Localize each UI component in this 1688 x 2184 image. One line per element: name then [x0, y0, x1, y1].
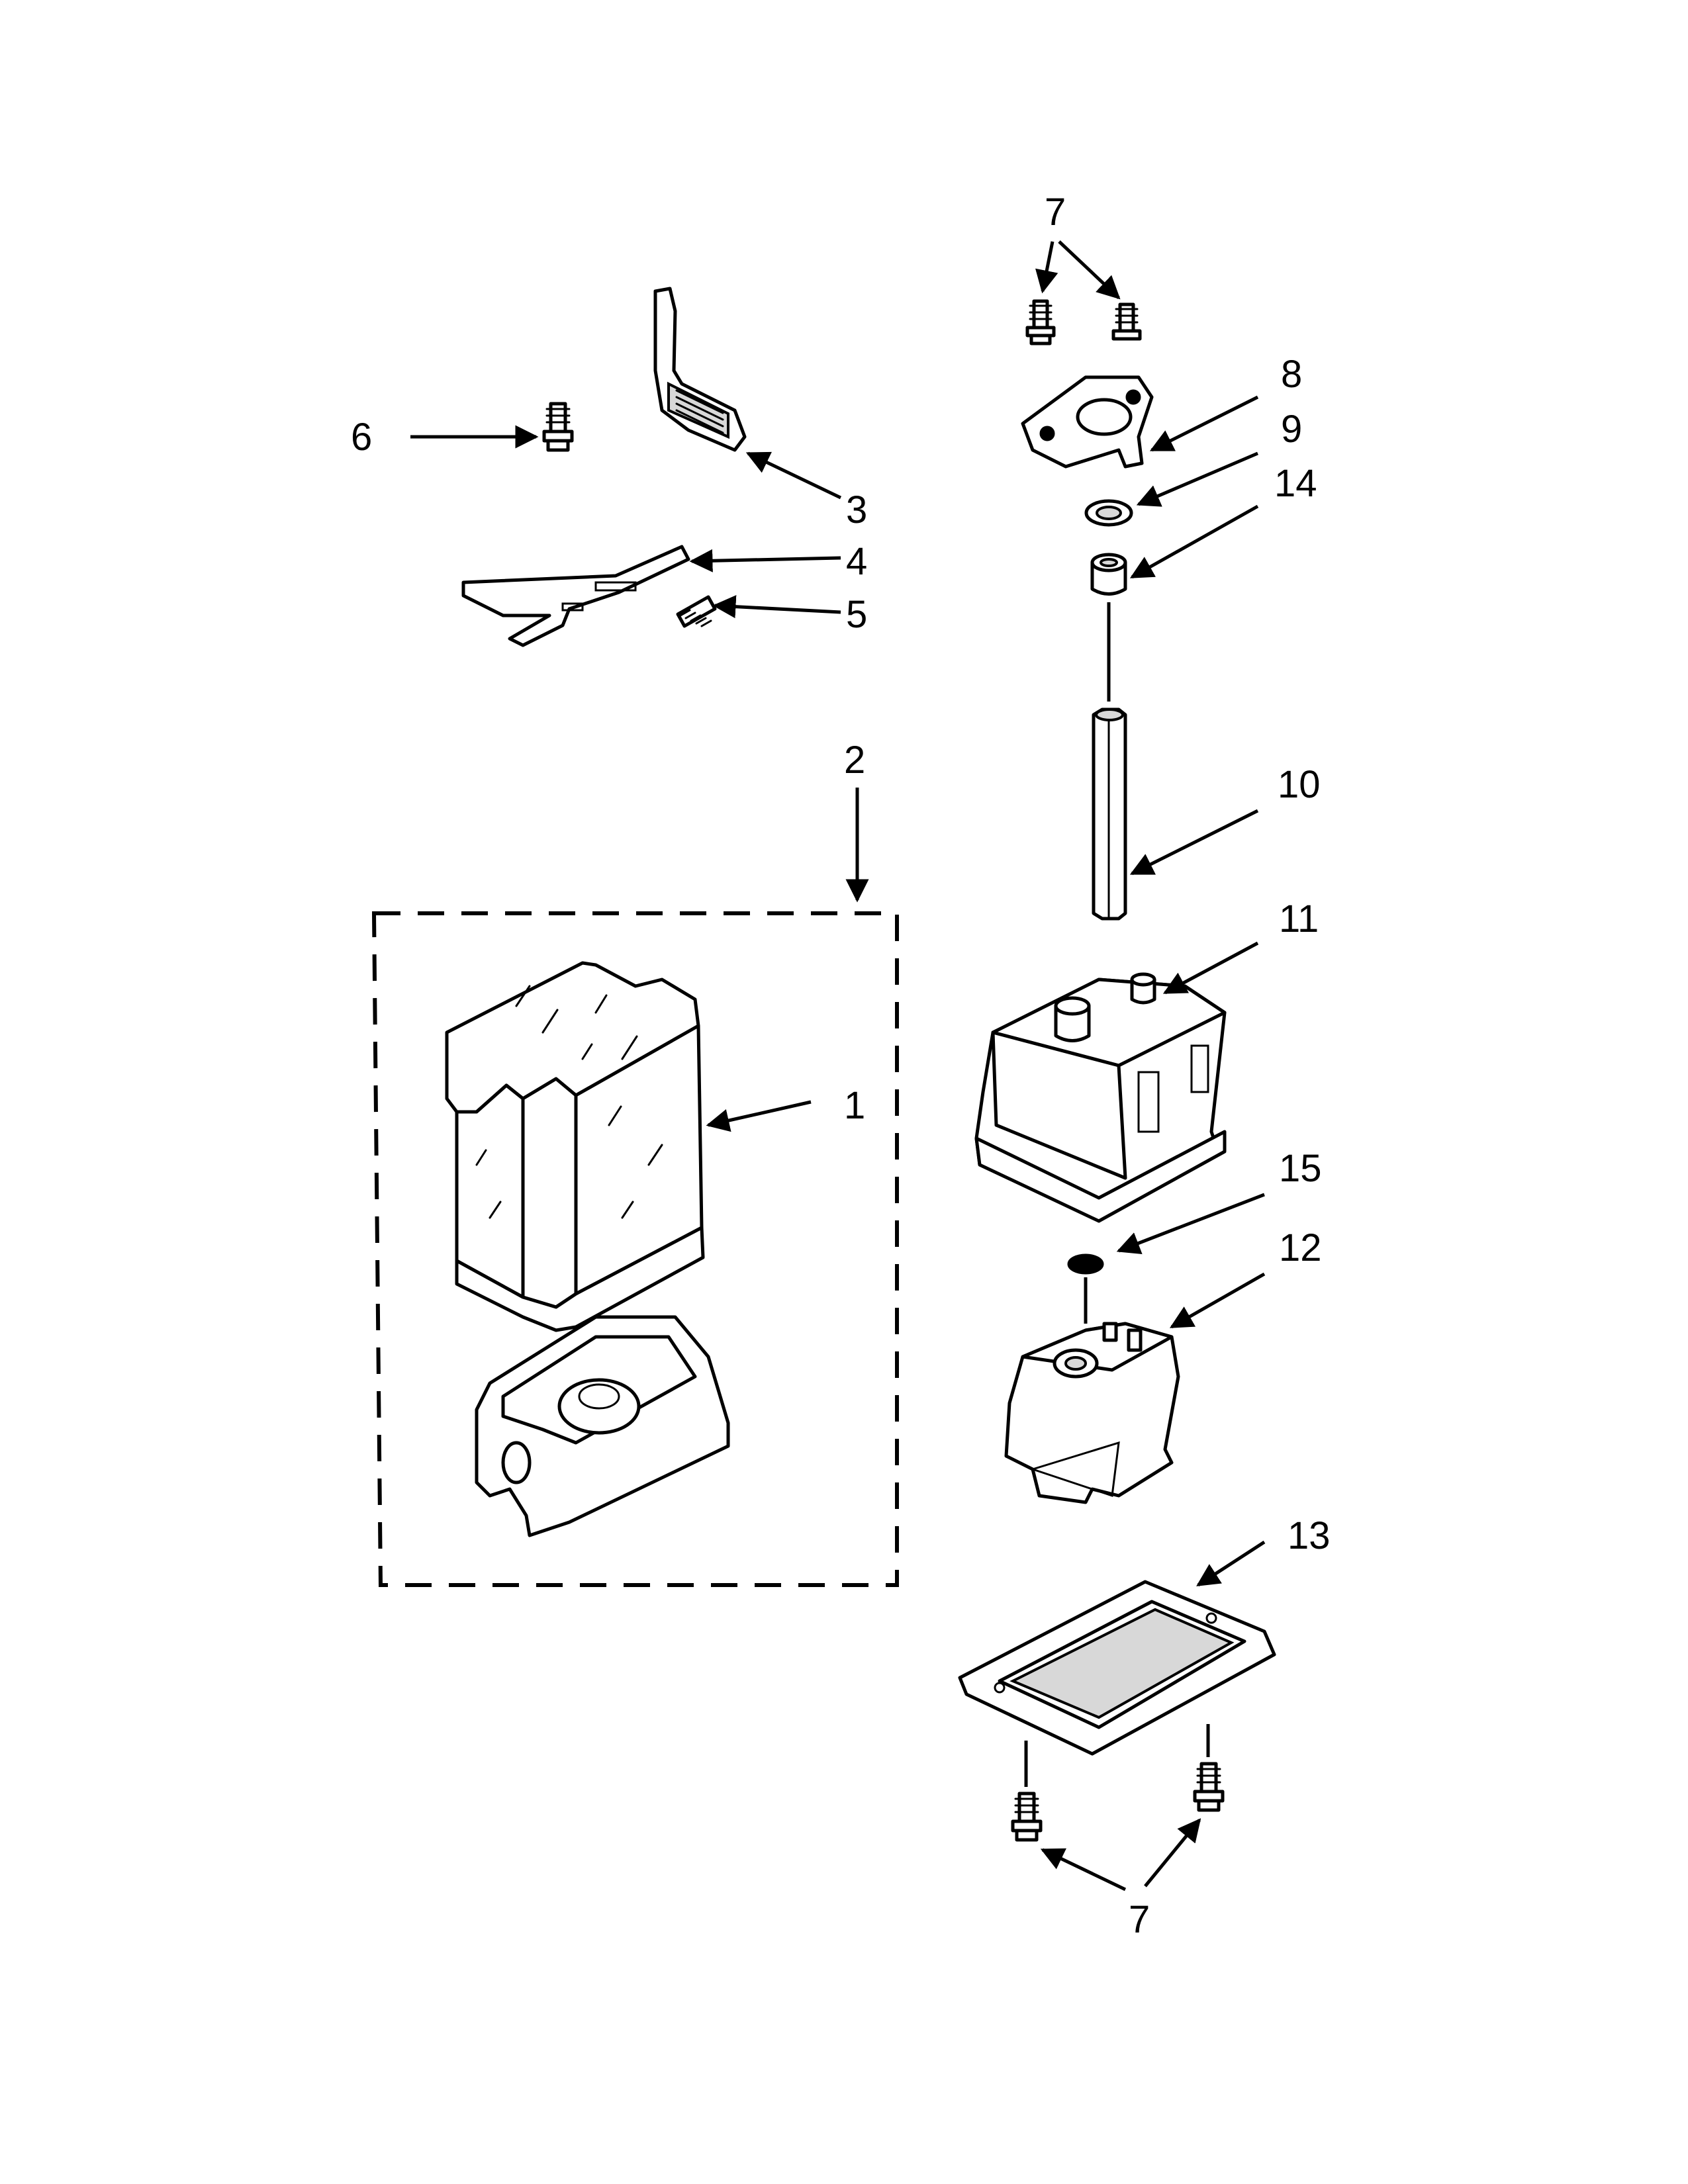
part-7-screw-bottom-right [1193, 1762, 1225, 1812]
callout-9: 9 [1281, 408, 1302, 451]
part-4-slide-plate [461, 545, 690, 647]
leader-4 [689, 549, 841, 572]
leader-13 [1196, 1540, 1266, 1587]
callout-3: 3 [846, 488, 867, 531]
leader-12 [1169, 1272, 1266, 1329]
callout-13: 13 [1288, 1514, 1331, 1557]
part-14-bushing [1090, 553, 1127, 596]
part-7-screw-bottom-left [1011, 1792, 1043, 1842]
callout-7-bottom: 7 [1129, 1898, 1150, 1941]
leader-5 [712, 595, 841, 619]
leader-1 [706, 1100, 812, 1132]
callout-2: 2 [844, 739, 865, 782]
leader-7-top-a [1035, 241, 1058, 294]
callout-15: 15 [1279, 1147, 1322, 1190]
part-12-gear-motor [1004, 1322, 1180, 1504]
callout-4: 4 [846, 540, 867, 583]
part-7-screw-top-right [1111, 302, 1142, 341]
leader-8 [1149, 395, 1259, 452]
leader-15 [1116, 1193, 1265, 1254]
leader-7-bottom-b [1144, 1818, 1201, 1888]
part-10-hex-shaft [1092, 707, 1127, 921]
callout-7-top: 7 [1045, 191, 1066, 234]
part-3-bracket [653, 287, 747, 452]
leader-7-top-b [1058, 240, 1121, 300]
part-1-bucket-base [475, 1315, 730, 1537]
leader-14 [1129, 504, 1259, 579]
part-8-mounting-plate [1021, 375, 1154, 469]
part-13-cover-plate [958, 1580, 1276, 1756]
callout-1: 1 [844, 1084, 865, 1127]
part-9-washer [1084, 499, 1133, 527]
callout-10: 10 [1278, 763, 1321, 806]
callout-14: 14 [1274, 462, 1317, 505]
callout-6: 6 [351, 416, 372, 459]
part-2-assembly-outline [371, 911, 899, 1587]
leader-3 [745, 451, 842, 500]
part-1-ice-bucket [445, 961, 705, 1332]
part-6-screw [542, 402, 574, 452]
part-15-washer [1067, 1253, 1104, 1275]
part-5-spring [676, 595, 717, 628]
callout-5: 5 [846, 593, 867, 636]
callout-11: 11 [1279, 897, 1319, 940]
leader-7-bottom-a [1040, 1848, 1127, 1891]
leader-9 [1136, 451, 1258, 507]
callout-8: 8 [1281, 353, 1302, 396]
leader-10 [1129, 809, 1259, 876]
leader-11 [1162, 941, 1259, 995]
callout-12: 12 [1279, 1226, 1322, 1269]
part-11-motor-housing [974, 972, 1227, 1223]
part-7-screw-top-left [1025, 299, 1056, 345]
